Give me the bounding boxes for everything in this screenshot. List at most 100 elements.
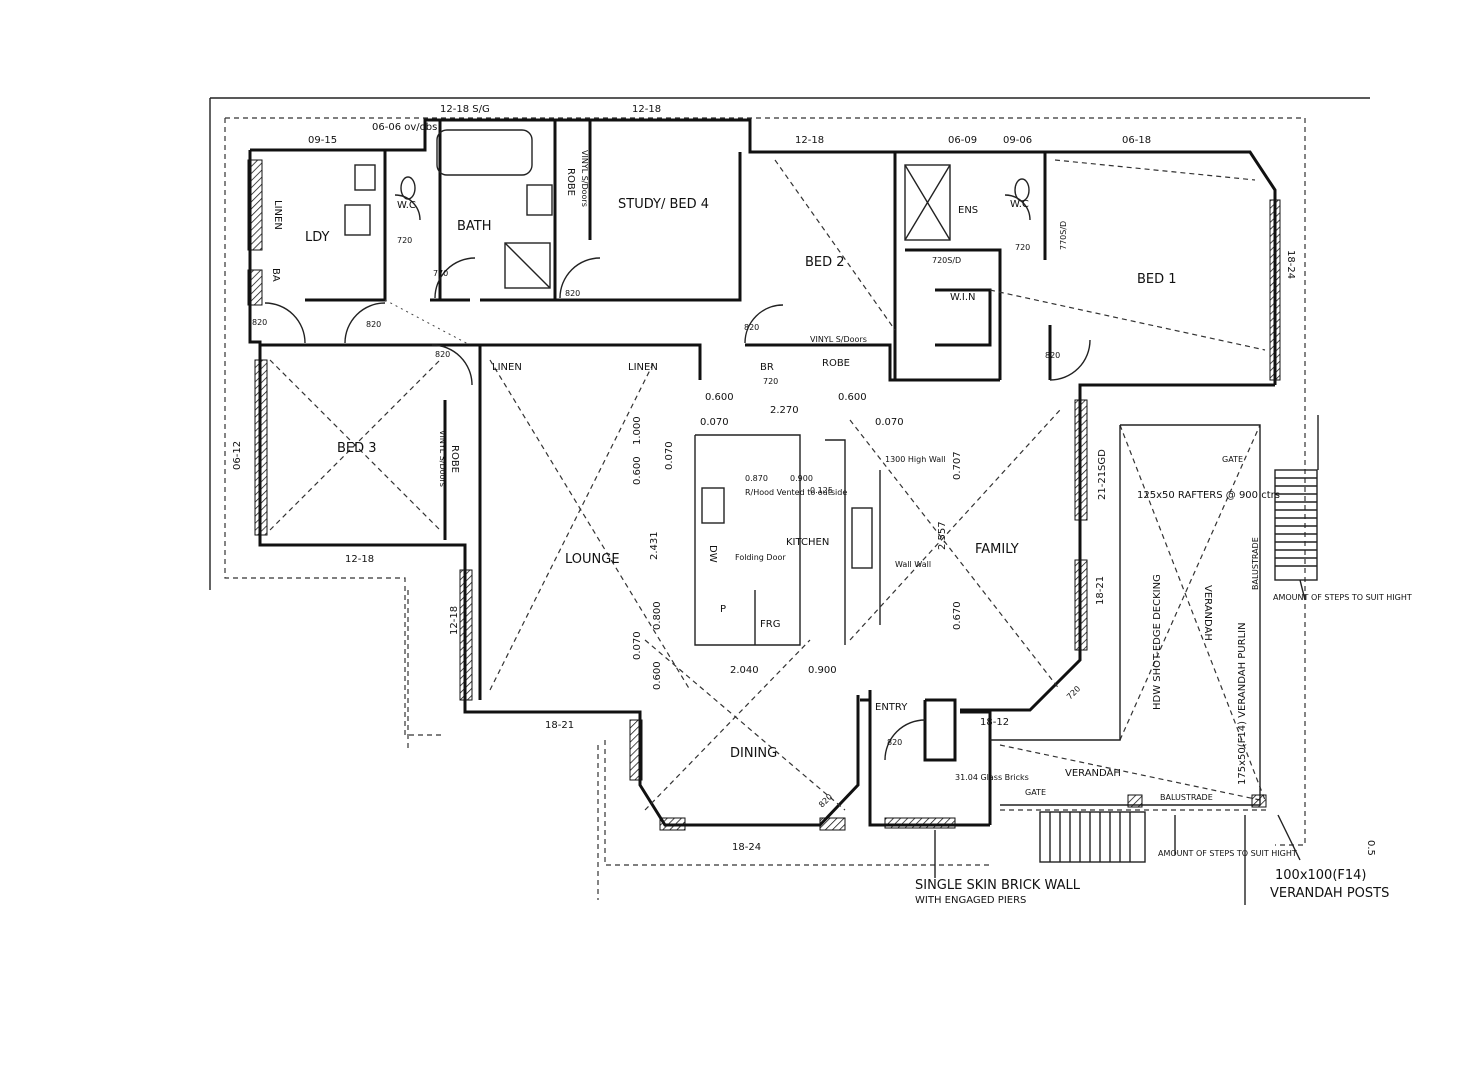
- kitchen-dim: 2.431: [649, 531, 660, 560]
- room-family: FAMILY: [975, 542, 1019, 557]
- room-verandah-front: VERANDAH: [1065, 768, 1121, 779]
- room-labels: LDY LINEN W.C BATH ROBE VINYL S/Doors ST…: [270, 150, 1213, 779]
- dim-label: 12-18: [795, 135, 824, 146]
- kitchen-dim: 0.670: [952, 601, 963, 630]
- kitchen-dim: 1.000: [632, 416, 643, 445]
- room-robe-top: ROBE: [565, 168, 576, 196]
- kitchen-dim: 0.600: [652, 661, 663, 690]
- kitchen-dim: 0.125: [810, 486, 833, 495]
- side-steps: [1275, 477, 1317, 567]
- room-ba: BA: [270, 268, 281, 282]
- dim-label: 820: [817, 792, 834, 809]
- dim-label: 820: [887, 738, 902, 747]
- kitchen-dim: 0.600: [705, 392, 734, 403]
- bathtub: [436, 129, 533, 176]
- room-bath: BATH: [457, 219, 492, 234]
- room-dw: DW: [707, 545, 718, 563]
- kitchen-dim: 2.557: [937, 521, 948, 550]
- robe-bed2-note: VINYL S/Doors: [810, 335, 867, 344]
- room-bed-1: BED 1: [1137, 272, 1177, 287]
- dim-label: 09-15: [308, 135, 337, 146]
- kitchen-dim: 0.070: [632, 631, 643, 660]
- room-bed-3: BED 3: [337, 441, 377, 456]
- annotations: 125x50 RAFTERS @ 900 ctrs HDW SHOT-EDGE …: [915, 455, 1412, 906]
- kitchen-dim: 1300 High Wall: [885, 455, 946, 464]
- kitchen-dim: 0.707: [952, 451, 963, 480]
- kitchen-dim: Wall Wall: [895, 560, 931, 569]
- dim-label: 820: [366, 320, 381, 329]
- gate-1-note: GATE: [1222, 455, 1243, 464]
- external-walls: [247, 118, 1281, 831]
- dim-label: 720S/D: [932, 256, 961, 265]
- dim-label: 18-24: [1285, 250, 1296, 279]
- dim-label: 21-21SGD: [1097, 449, 1108, 500]
- dim-label: 12-18: [449, 606, 460, 635]
- kitchen-dim: 0.800: [652, 601, 663, 630]
- dim-label: 770S/D: [1059, 221, 1068, 250]
- kitchen-dim: 2.040: [730, 665, 759, 676]
- purlin-note: 175x50(F14) VERANDAH PURLIN: [1237, 622, 1248, 785]
- glass-bricks-note: 31.04 Glass Bricks: [955, 773, 1029, 782]
- room-win: W.I.N: [950, 292, 976, 303]
- dimension-labels: 12-18 S/G 12-18 09-15 06-06 ov/obs 12-18…: [232, 104, 1296, 853]
- robe-bed3-note: VINYL S/Doors: [438, 430, 447, 487]
- balustrade-front-note: BALUSTRADE: [1160, 793, 1213, 802]
- room-bed-2: BED 2: [805, 255, 845, 270]
- dim-label: 06-12: [232, 441, 243, 470]
- room-robe-bed3: ROBE: [449, 445, 460, 473]
- dim-label: 06-09: [948, 135, 977, 146]
- room-linen-ldy: LINEN: [272, 200, 283, 230]
- room-linen-2: LINEN: [628, 362, 658, 373]
- dim-label: 720: [397, 236, 412, 245]
- balustrade-side-note: BALUSTRADE: [1251, 537, 1260, 590]
- dim-label: 820: [435, 350, 450, 359]
- room-wc-2: W.C: [1010, 199, 1029, 210]
- dim-label: 12-18 S/G: [440, 104, 490, 115]
- room-frg: FRG: [760, 619, 780, 630]
- dim-label: 18-21: [1095, 576, 1106, 605]
- internal-walls: [260, 120, 1052, 825]
- dim-label: 12-18: [632, 104, 661, 115]
- posts-note-1: 100x100(F14): [1275, 868, 1366, 883]
- dim-label: 820: [744, 323, 759, 332]
- margin-mark: 0.5: [1365, 840, 1376, 856]
- gate-2-note: GATE: [1025, 788, 1046, 797]
- kitchen-dim: 2.270: [770, 405, 799, 416]
- vanity-bath: [526, 184, 553, 216]
- decking-note: HDW SHOT-EDGE DECKING: [1152, 574, 1163, 710]
- room-wc-1: W.C: [397, 200, 416, 211]
- robe-top-note: VINYL S/Doors: [580, 150, 589, 207]
- dim-label: 820: [252, 318, 267, 327]
- dim-label: 720: [1065, 684, 1082, 701]
- dim-label: 18-21: [545, 720, 574, 731]
- wall-note-2: WITH ENGAGED PIERS: [915, 895, 1026, 906]
- fixtures: [344, 129, 1030, 569]
- room-verandah-side: VERANDAH: [1202, 585, 1213, 641]
- dim-label: 820: [1045, 351, 1060, 360]
- kitchen-dim: 0.900: [808, 665, 837, 676]
- sink: [851, 507, 873, 569]
- room-pantry: P: [720, 604, 726, 615]
- room-robe-bed2: ROBE: [822, 358, 850, 369]
- dim-label: 06-18: [1122, 135, 1151, 146]
- room-dining: DINING: [730, 746, 777, 761]
- rangehood-note: R/Hood Vented to outside: [745, 488, 847, 497]
- verandah: [990, 415, 1319, 863]
- posts-note-2: VERANDAH POSTS: [1270, 886, 1389, 901]
- room-linen-1: LINEN: [492, 362, 522, 373]
- shower-ens: [904, 164, 951, 241]
- cooktop: [701, 487, 725, 524]
- room-br: BR: [760, 362, 774, 373]
- laundry-machine: [344, 204, 371, 236]
- dim-label: 820: [565, 289, 580, 298]
- room-kitchen: KITCHEN: [786, 537, 829, 548]
- room-study: STUDY/ BED 4: [618, 197, 709, 212]
- kitchen-dim: 0.900: [790, 474, 813, 483]
- kitchen-dim: 0.600: [632, 456, 643, 485]
- shower-bath: [504, 242, 551, 289]
- folding-door-note: Folding Door: [735, 553, 786, 562]
- dim-label: 12-18: [345, 554, 374, 565]
- wall-note-1: SINGLE SKIN BRICK WALL: [915, 878, 1081, 893]
- room-ens: ENS: [958, 205, 978, 216]
